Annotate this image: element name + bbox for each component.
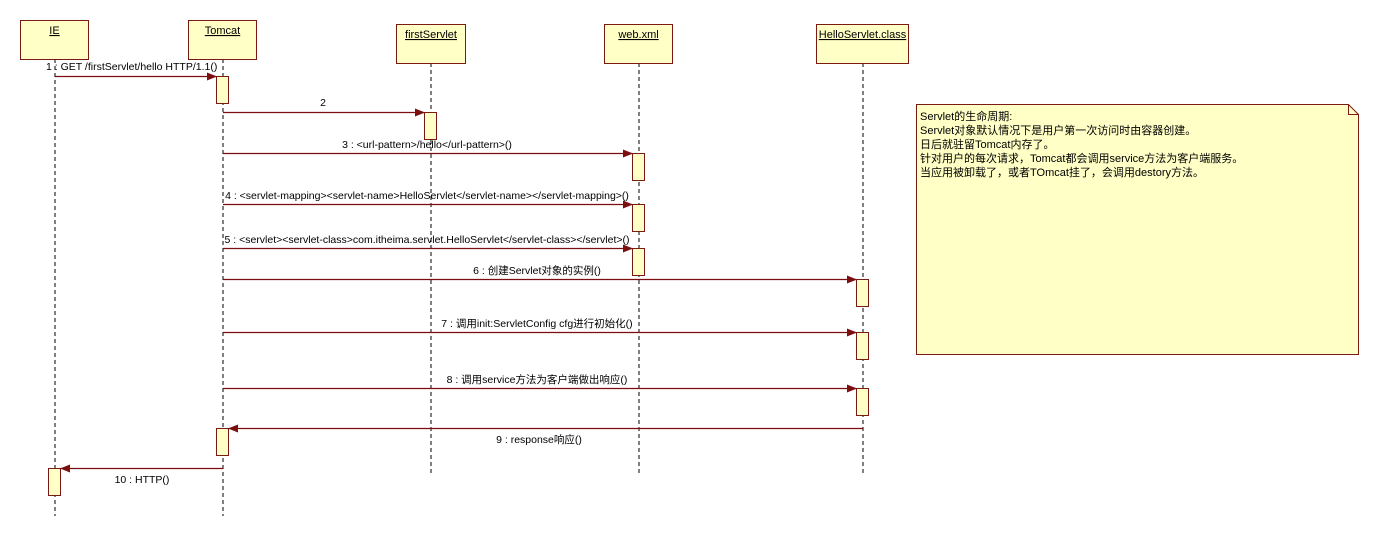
participant-label: HelloServlet.class [819, 29, 907, 41]
message-10[interactable]: 10 : HTTP() [60, 464, 223, 487]
participant-ie[interactable]: IE [20, 20, 89, 60]
message-label: 4 : <servlet-mapping><servlet-name>Hello… [225, 190, 629, 202]
activations [48, 76, 869, 496]
activation-webxml-5 [632, 248, 645, 276]
message-label: 7 : 调用init:ServletConfig cfg进行初始化() [441, 317, 632, 330]
message-label: 10 : HTTP() [115, 474, 170, 486]
participant-webxml[interactable]: web.xml [604, 24, 673, 64]
participant-helloservlet[interactable]: HelloServlet.class [816, 24, 909, 64]
activation-webxml-4 [632, 204, 645, 232]
note-line: 日后就驻留Tomcat内存了。 [920, 137, 1054, 151]
message-label: 6 : 创建Servlet对象的实例() [473, 264, 601, 277]
message-8[interactable]: 8 : 调用service方法为客户端做出响应() [223, 373, 857, 393]
participant-label: IE [49, 25, 59, 37]
participant-label: Tomcat [205, 25, 240, 37]
message-label: 9 : response响应() [496, 433, 582, 446]
note-corner-fold [1348, 104, 1359, 115]
message-6[interactable]: 6 : 创建Servlet对象的实例() [223, 264, 857, 284]
participant-label: firstServlet [405, 29, 457, 41]
participant-box [604, 24, 673, 64]
participant-firstservlet[interactable]: firstServlet [396, 24, 466, 64]
message-5[interactable]: 5 : <servlet><servlet-class>com.itheima.… [223, 234, 633, 253]
message-3[interactable]: 3 : <url-pattern>/hello</url-pattern>() [223, 139, 633, 158]
message-label: 5 : <servlet><servlet-class>com.itheima.… [225, 234, 630, 246]
lifelines [54, 59, 864, 516]
activation-webxml-3 [632, 153, 645, 181]
activation-helloservlet-6 [856, 279, 869, 307]
note-box [916, 104, 1359, 355]
activation-helloservlet-7 [856, 332, 869, 360]
message-1[interactable]: 1 : GET /firstServlet/hello HTTP/1.1() [46, 61, 217, 81]
message-label: 2 [320, 97, 326, 109]
note-line: 针对用户的每次请求，Tomcat都会调用service方法为客户端服务。 [920, 151, 1243, 165]
activation-tomcat-1 [216, 76, 229, 104]
message-2[interactable]: 2 [223, 97, 425, 117]
note-line: 当应用被卸载了，或者TOmcat挂了，会调用destory方法。 [920, 165, 1204, 179]
message-label: 8 : 调用service方法为客户端做出响应() [447, 373, 628, 386]
activation-helloservlet-8 [856, 388, 869, 416]
message-4[interactable]: 4 : <servlet-mapping><servlet-name>Hello… [223, 190, 633, 209]
lifecycle-note[interactable]: Servlet的生命周期: Servlet对象默认情况下是用户第一次访问时由容器… [916, 104, 1359, 355]
participant-box [816, 24, 909, 64]
participant-box [396, 24, 466, 64]
activation-ie-10 [48, 468, 61, 496]
message-label: 3 : <url-pattern>/hello</url-pattern>() [342, 139, 512, 151]
activation-tomcat-9 [216, 428, 229, 456]
participant-box [188, 20, 257, 60]
participant-tomcat[interactable]: Tomcat [188, 20, 257, 60]
note-line: Servlet对象默认情况下是用户第一次访问时由容器创建。 [920, 123, 1196, 137]
participant-label: web.xml [617, 29, 658, 41]
participant-box [20, 20, 89, 60]
note-line: Servlet的生命周期: [920, 109, 1012, 123]
activation-firstservlet-2 [424, 112, 437, 140]
message-7[interactable]: 7 : 调用init:ServletConfig cfg进行初始化() [223, 317, 857, 337]
message-9[interactable]: 9 : response响应() [228, 424, 863, 447]
message-label: 1 : GET /firstServlet/hello HTTP/1.1() [46, 61, 217, 73]
